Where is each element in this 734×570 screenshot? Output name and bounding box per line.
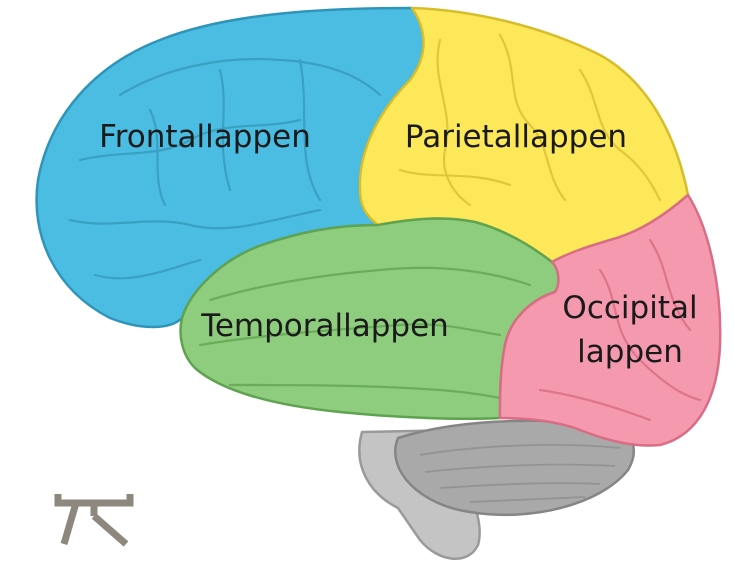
occipital-lobe-label-line2: lappen: [577, 334, 683, 370]
occipital-gyri: [538, 238, 702, 422]
temporal-lobe-label: Temporallappen: [200, 308, 449, 344]
parietal-lobe-label: Parietallappen: [405, 119, 627, 155]
occipital-lobe-label-line1: Occipital: [562, 290, 697, 326]
temporal-gyri: [198, 266, 532, 400]
frontal-lobe-label: Frontallappen: [99, 119, 311, 155]
parietal-gyri: [398, 33, 662, 207]
cerebellum-folia: [419, 444, 621, 503]
frontal-gyri: [68, 57, 382, 280]
bracket-logo-icon: [54, 494, 134, 547]
